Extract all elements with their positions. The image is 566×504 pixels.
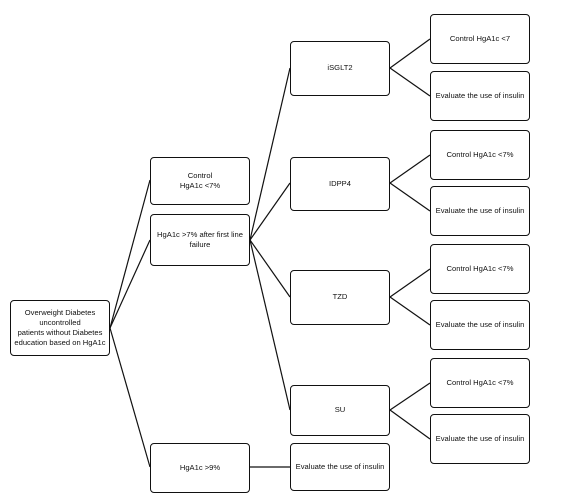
drug-box-idpp4: IDPP4 xyxy=(290,157,390,211)
drug-box-su: SU xyxy=(290,385,390,436)
outcome-insulin-tzd: Evaluate the use of insulin xyxy=(430,300,530,350)
edge-isglt2-insulin xyxy=(389,67,431,97)
root-line-4: education based on HgA1c xyxy=(14,338,106,348)
edge-root-control xyxy=(109,179,151,329)
edge-failure-su xyxy=(249,239,291,411)
outcome-insulin-su: Evaluate the use of insulin xyxy=(430,414,530,464)
failure-box: HgA1c >7% after first line failure xyxy=(150,214,250,266)
outcome-insulin-label: Evaluate the use of insulin xyxy=(435,319,525,329)
edge-idpp4-insulin xyxy=(389,182,431,212)
edge-failure-tzd xyxy=(249,239,291,298)
outcome-insulin-label: Evaluate the use of insulin xyxy=(435,205,525,215)
edge-su-control xyxy=(389,382,431,411)
outcome-control-isglt2: Control HgA1c <7 xyxy=(430,14,530,64)
edge-idpp4-control xyxy=(389,154,431,184)
high-label: HgA1c >9% xyxy=(179,462,221,472)
outcome-control-label: Control HgA1c <7 xyxy=(449,33,511,43)
control-first-line-2: HgA1c <7% xyxy=(179,181,221,190)
drug-box-tzd: TZD xyxy=(290,270,390,325)
outcome-control-label: Control HgA1c <7% xyxy=(446,263,514,273)
edge-root-high xyxy=(109,327,151,468)
edge-failure-isglt2 xyxy=(249,67,291,241)
edge-tzd-control xyxy=(389,268,431,298)
high-result-box: Evaluate the use of insulin xyxy=(290,443,390,491)
failure-line-2: failure xyxy=(189,240,211,249)
failure-line-1: HgA1c >7% after first line xyxy=(157,229,243,239)
high-result-label: Evaluate the use of insulin xyxy=(295,461,385,471)
drug-label: iSGLT2 xyxy=(327,63,353,73)
root-line-3: patients without Diabetes xyxy=(17,328,103,337)
outcome-insulin-idpp4: Evaluate the use of insulin xyxy=(430,186,530,236)
outcome-control-idpp4: Control HgA1c <7% xyxy=(430,130,530,180)
edge-failure-idpp4 xyxy=(249,182,291,241)
outcome-control-tzd: Control HgA1c <7% xyxy=(430,244,530,294)
root-box: Overweight Diabetes uncontrolled patient… xyxy=(10,300,110,356)
outcome-control-label: Control HgA1c <7% xyxy=(446,149,514,159)
edge-su-insulin xyxy=(389,409,431,440)
outcome-control-label: Control HgA1c <7% xyxy=(446,377,514,387)
edge-tzd-insulin xyxy=(389,296,431,326)
control-first-box: Control HgA1c <7% xyxy=(150,157,250,205)
edge-isglt2-control xyxy=(389,38,431,69)
high-box: HgA1c >9% xyxy=(150,443,250,493)
root-line-2: uncontrolled xyxy=(39,317,81,327)
edge-root-failure xyxy=(109,239,151,329)
root-line-1: Overweight Diabetes xyxy=(24,307,96,317)
drug-box-isglt2: iSGLT2 xyxy=(290,41,390,96)
outcome-insulin-label: Evaluate the use of insulin xyxy=(435,433,525,443)
control-first-line-1: Control xyxy=(187,170,213,180)
drug-label: TZD xyxy=(332,292,348,302)
outcome-insulin-label: Evaluate the use of insulin xyxy=(435,90,525,100)
outcome-control-su: Control HgA1c <7% xyxy=(430,358,530,408)
drug-label: IDPP4 xyxy=(329,178,351,188)
drug-label: SU xyxy=(334,405,346,415)
outcome-insulin-isglt2: Evaluate the use of insulin xyxy=(430,71,530,121)
